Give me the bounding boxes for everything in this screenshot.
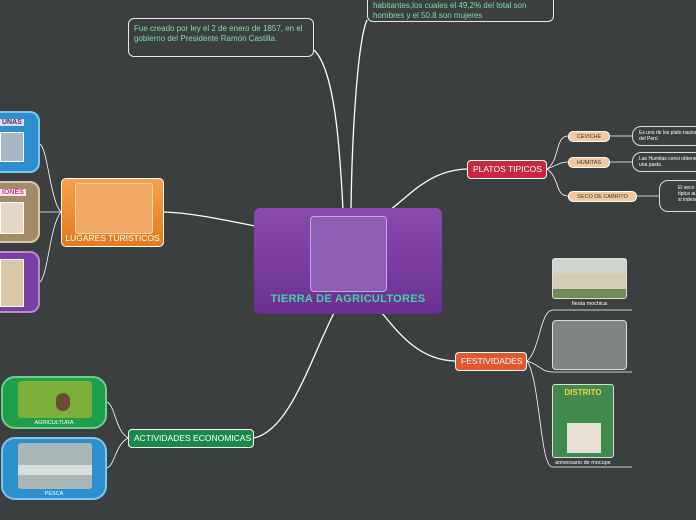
pesca-image <box>18 443 92 489</box>
pesca-caption: PESCA <box>44 491 64 497</box>
agricultura-farmer-shape <box>56 393 70 411</box>
note-creation[interactable]: Fue creado por ley el 2 de enero de 1857… <box>128 18 314 57</box>
link-platos-1 <box>546 135 569 170</box>
fest-image-1[interactable] <box>552 258 627 299</box>
lugares-thumb-2-image <box>0 202 24 234</box>
actividad-pesca[interactable]: PESCA <box>1 437 107 500</box>
note-population[interactable]: habitantes,los cuales el 49,2% del total… <box>367 0 554 22</box>
topic-platos-tipicos[interactable]: PLATOS TIPICOS <box>467 160 547 179</box>
plato-seco-desc-text: El seco típica aun si indesc <box>678 185 696 203</box>
link-act-2 <box>106 437 129 469</box>
lugares-thumb-2-text: IONES <box>0 189 26 196</box>
link-creation <box>313 49 344 211</box>
fest-caption-1: fiesta mochica <box>571 301 608 307</box>
link-population <box>350 19 368 211</box>
actividad-agricultura[interactable]: AGRICULTURA <box>1 376 107 429</box>
pesca-sea-shape <box>18 465 92 475</box>
topic-lugares-turisticos[interactable]: LUGARES TURISTICOS <box>61 178 164 247</box>
fest-caption-3: aniversario de mocupe <box>555 460 611 466</box>
plato-ceviche-label: CEVICHE <box>576 134 602 140</box>
link-lugares-1 <box>39 143 62 213</box>
agricultura-image <box>18 381 92 418</box>
plato-humitas-desc-text: Las Humitas consi obtener una pasta <box>639 156 696 168</box>
link-actividades <box>253 312 335 439</box>
lugares-image <box>75 183 153 234</box>
link-platos-3 <box>546 168 569 197</box>
link-platos-2 <box>546 161 569 170</box>
plato-seco-desc[interactable]: El seco típica aun si indesc <box>659 180 696 212</box>
plato-ceviche-desc-text: Es uno de los plato nacional del Perú <box>639 130 696 142</box>
lugares-thumb-1[interactable]: UNAS <box>0 111 40 173</box>
festividades-label: FESTIVIDADES <box>461 356 523 366</box>
plato-seco-label: SECO DE CABRITO <box>577 194 628 200</box>
link-platos <box>389 168 468 211</box>
lugares-thumb-1-text: UNAS <box>0 119 24 126</box>
lugares-thumb-1-image <box>0 132 24 162</box>
agricultura-caption: AGRICULTURA <box>34 420 74 426</box>
central-topic[interactable]: TIERRA DE AGRICULTORES <box>254 208 442 314</box>
link-lugares <box>163 211 256 227</box>
fest-image-2[interactable] <box>552 320 627 370</box>
note-creation-text: Fue creado por ley el 2 de enero de 1857… <box>134 24 303 43</box>
fest-poster-title: DISTRITO <box>564 388 602 397</box>
plato-ceviche[interactable]: CEVICHE <box>568 131 610 142</box>
central-image <box>310 216 387 292</box>
link-festividades <box>381 312 456 362</box>
note-population-text: habitantes,los cuales el 49,2% del total… <box>373 1 527 20</box>
actividades-label: ACTIVIDADES ECONOMICAS <box>134 433 252 443</box>
plato-seco-de-cabrito[interactable]: SECO DE CABRITO <box>568 191 637 202</box>
link-fest-2 <box>526 360 553 373</box>
central-title: TIERRA DE AGRICULTORES <box>270 293 426 305</box>
lugares-thumb-2[interactable]: IONES <box>0 181 40 243</box>
link-act-1 <box>106 401 129 439</box>
link-fest-3 <box>526 360 553 468</box>
platos-label: PLATOS TIPICOS <box>473 164 542 174</box>
fest-poster-church <box>567 423 601 453</box>
lugares-thumb-3[interactable] <box>0 251 40 313</box>
plato-ceviche-desc[interactable]: Es uno de los plato nacional del Perú <box>632 126 696 146</box>
plato-humitas-desc[interactable]: Las Humitas consi obtener una pasta <box>632 152 696 172</box>
topic-actividades-economicas[interactable]: ACTIVIDADES ECONOMICAS <box>128 429 254 448</box>
plato-humitas-label: HUMITAS <box>576 160 602 166</box>
fest-image-3[interactable]: DISTRITO <box>552 384 614 458</box>
fest-image-1-grass <box>553 289 626 298</box>
lugares-thumb-3-image <box>0 259 24 307</box>
topic-festividades[interactable]: FESTIVIDADES <box>455 352 527 371</box>
fest-image-1-building <box>553 273 626 289</box>
lugares-label: LUGARES TURISTICOS <box>65 233 160 243</box>
plato-humitas[interactable]: HUMITAS <box>568 157 610 168</box>
link-fest-1 <box>526 309 553 362</box>
link-lugares-3 <box>39 211 62 283</box>
